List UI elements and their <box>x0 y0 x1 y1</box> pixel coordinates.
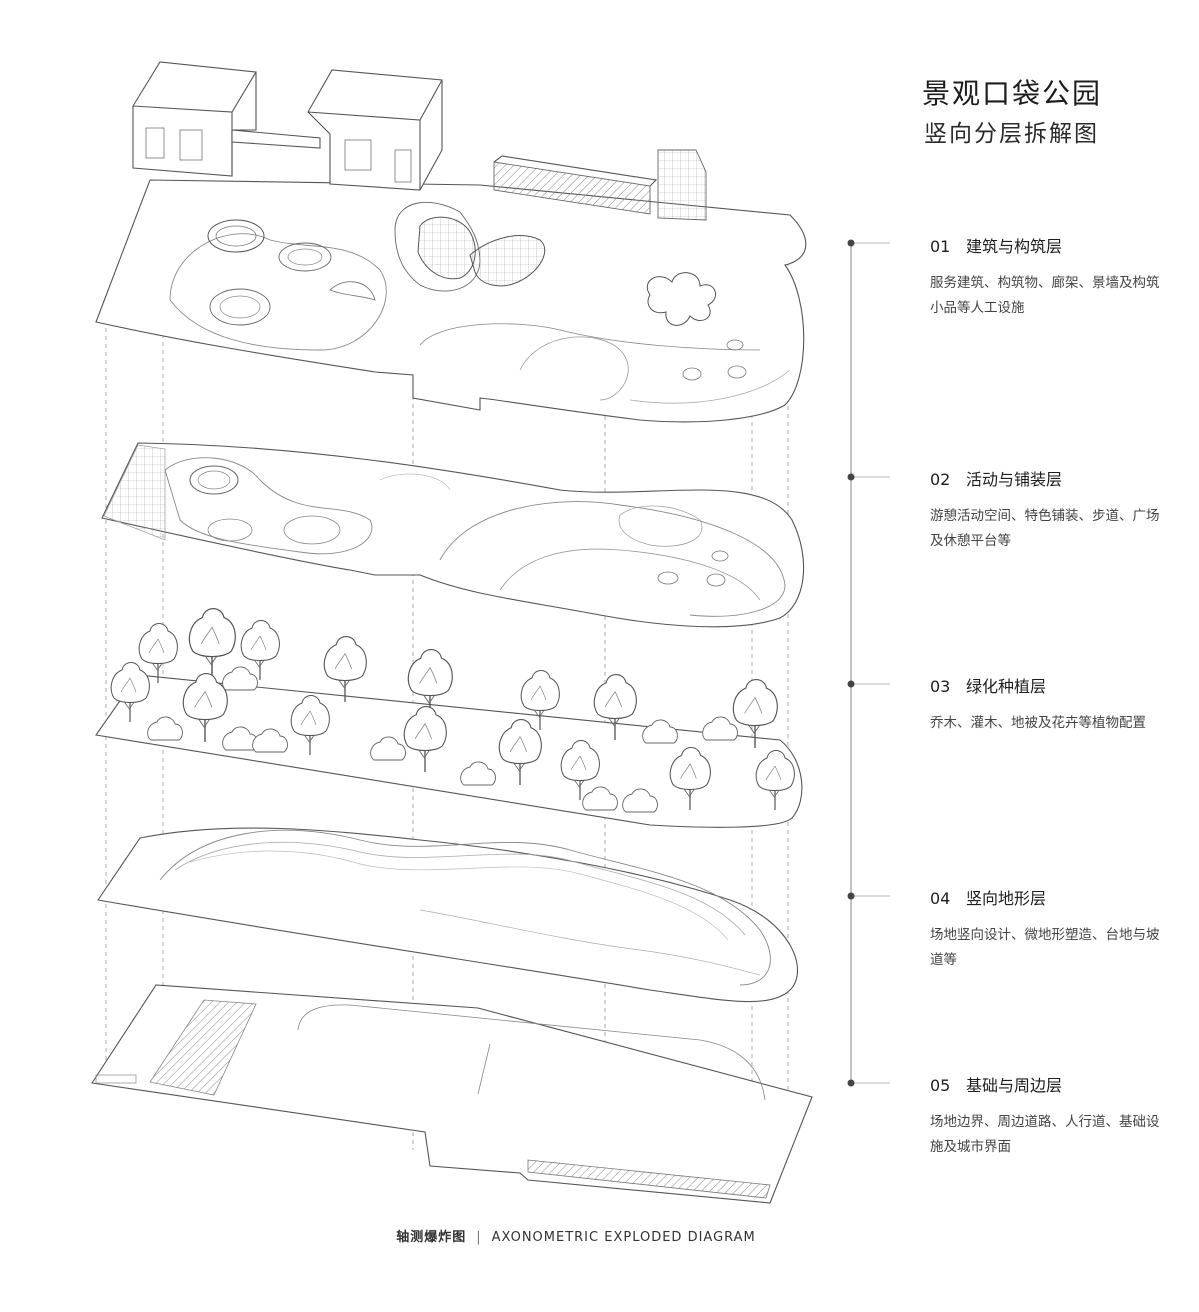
layer-name: 竖向地形层 <box>966 889 1047 908</box>
timeline-dot-04 <box>847 892 855 900</box>
layer-04-terrain <box>97 827 799 1003</box>
layer-item-05: 05 基础与周边层 场地边界、周边道路、人行道、基础设施及城市界面 <box>930 1072 1170 1160</box>
layer-01-buildings <box>95 61 807 423</box>
layer-number: 04 <box>930 889 951 908</box>
layer-item-03: 03 绿化种植层 乔木、灌木、地被及花卉等植物配置 <box>930 673 1170 736</box>
layer-item-02: 02 活动与铺装层 游憩活动空间、特色铺装、步道、广场及休憩平台等 <box>930 466 1170 554</box>
layer-number: 02 <box>930 470 951 489</box>
layer-description: 场地边界、周边道路、人行道、基础设施及城市界面 <box>930 1114 1160 1155</box>
layer-02-paving <box>101 442 805 628</box>
layer-description: 乔木、灌木、地被及花卉等植物配置 <box>930 715 1146 731</box>
diagram-caption: 轴测爆炸图 | AXONOMETRIC EXPLODED DIAGRAM <box>0 1226 1152 1245</box>
timeline-dot-02 <box>847 473 855 481</box>
layer-number: 03 <box>930 677 951 696</box>
layer-name: 基础与周边层 <box>966 1076 1063 1095</box>
page-subtitle: 竖向分层拆解图 <box>924 121 1099 147</box>
timeline-dot-01 <box>847 239 855 247</box>
layer-05-base <box>91 984 813 1204</box>
layer-number: 01 <box>930 237 951 256</box>
layer-name: 绿化种植层 <box>966 677 1047 696</box>
layer-description: 游憩活动空间、特色铺装、步道、广场及休憩平台等 <box>930 508 1160 549</box>
layer-number: 05 <box>930 1076 951 1095</box>
layer-timeline <box>847 239 890 1087</box>
layer-item-01: 01 建筑与构筑层 服务建筑、构筑物、廊架、景墙及构筑小品等人工设施 <box>930 233 1170 321</box>
caption-chinese: 轴测爆炸图 <box>396 1230 467 1245</box>
layer-name: 建筑与构筑层 <box>966 237 1063 256</box>
page-title: 景观口袋公园 <box>922 77 1103 110</box>
timeline-dot-05 <box>847 1079 855 1087</box>
layer-description: 服务建筑、构筑物、廊架、景墙及构筑小品等人工设施 <box>930 275 1160 316</box>
layer-item-04: 04 竖向地形层 场地竖向设计、微地形塑造、台地与坡道等 <box>930 885 1170 973</box>
caption-english: AXONOMETRIC EXPLODED DIAGRAM <box>491 1230 756 1245</box>
layer-03-planting <box>95 607 803 828</box>
caption-separator: | <box>476 1230 482 1245</box>
layer-description: 场地竖向设计、微地形塑造、台地与坡道等 <box>930 927 1160 968</box>
timeline-dot-03 <box>847 680 855 688</box>
layer-name: 活动与铺装层 <box>966 470 1063 489</box>
